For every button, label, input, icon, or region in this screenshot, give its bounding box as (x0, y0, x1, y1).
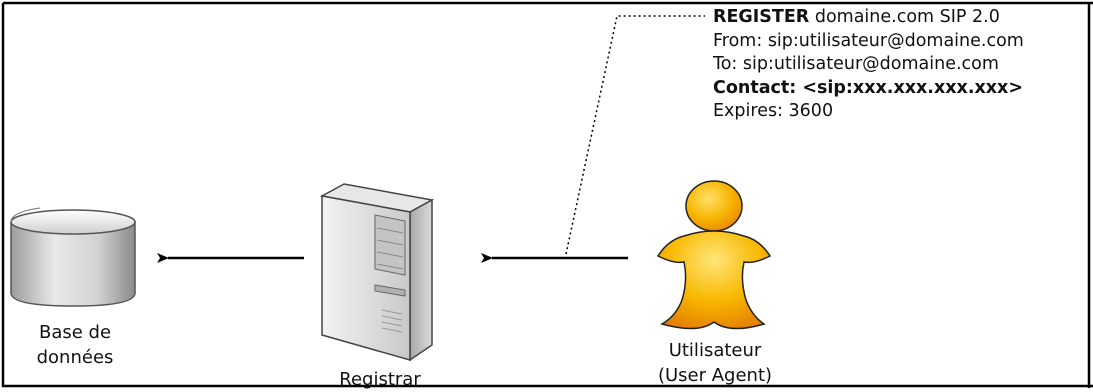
user-figure-icon (656, 180, 772, 330)
server-tower-icon (319, 183, 435, 362)
message-line-contact: Contact: <sip:xxx.xxx.xxx.xxx> (713, 77, 1023, 98)
message-line-from: From: sip:utilisateur@domaine.com (713, 30, 1024, 51)
sip-register-message: REGISTER domaine.com SIP 2.0 From: sip:u… (713, 6, 1024, 124)
user-label-line2: (User Agent) (657, 365, 773, 386)
message-line-to: To: sip:utilisateur@domaine.com (713, 54, 999, 74)
user-label: Utilisateur (User Agent) (635, 338, 795, 388)
message-line-expires: Expires: 3600 (713, 101, 834, 121)
database-label-line1: Base de (38, 322, 112, 343)
message-callout-line (565, 15, 705, 255)
database-cylinder-icon (10, 207, 136, 307)
registrar-label: Registrar (320, 367, 440, 392)
message-method: REGISTER (713, 7, 810, 27)
user-label-line1: Utilisateur (668, 340, 762, 361)
database-label-line2: données (36, 347, 114, 368)
message-request-uri: domaine.com SIP 2.0 (809, 7, 1000, 27)
database-label: Base de données (10, 320, 140, 370)
message-line-1: REGISTER domaine.com SIP 2.0 (713, 6, 1024, 30)
registrar-label-text: Registrar (339, 369, 421, 390)
